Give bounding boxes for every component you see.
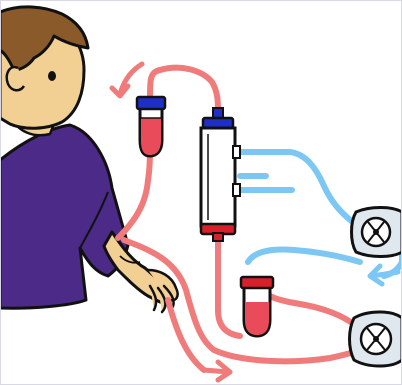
dialysate-pump-hub [373,229,379,235]
blood-tube-bottom-fill [245,302,269,335]
arrow-dialysate-icon [367,263,401,287]
blood-tube-top-cap [135,95,167,111]
person-arm-crease [119,255,141,264]
dialyzer-bottom-stem [212,232,224,242]
blood-tubing [115,64,371,373]
arrow-bottom-right-icon [201,359,233,383]
blood-line-return-bottom [165,297,207,373]
blood-tube-bottom-cap [239,275,275,290]
blood-line-venous [121,237,371,365]
person-arm [102,230,176,304]
blood-pump-hub [373,336,379,342]
blood-arrows [109,61,233,383]
dialyzer-port-lower [232,183,241,197]
person-shirt [0,123,130,310]
blood-tube-top-fill [141,118,161,155]
dialyzer-cartridge [199,107,241,242]
person-ear [5,65,26,92]
dialysate-arrow [367,263,401,287]
blood-pump [348,310,402,368]
dialysate-line-mid [237,173,295,193]
dialyzer-port-upper [232,145,241,159]
blood-tube-bottom [239,275,275,338]
dialysate-line-bottom [245,246,363,265]
blood-tube-top [135,95,167,158]
dialysate-line-top [235,149,361,229]
blood-line-to-dialyzer [147,64,221,115]
dialysate-pump [350,206,402,258]
blood-line-from-dialyzer [215,237,243,339]
dialyzer-body [199,126,237,228]
arrow-top-left-icon [109,61,145,99]
person-eye [48,71,56,81]
person-sleeve-line [79,191,109,249]
